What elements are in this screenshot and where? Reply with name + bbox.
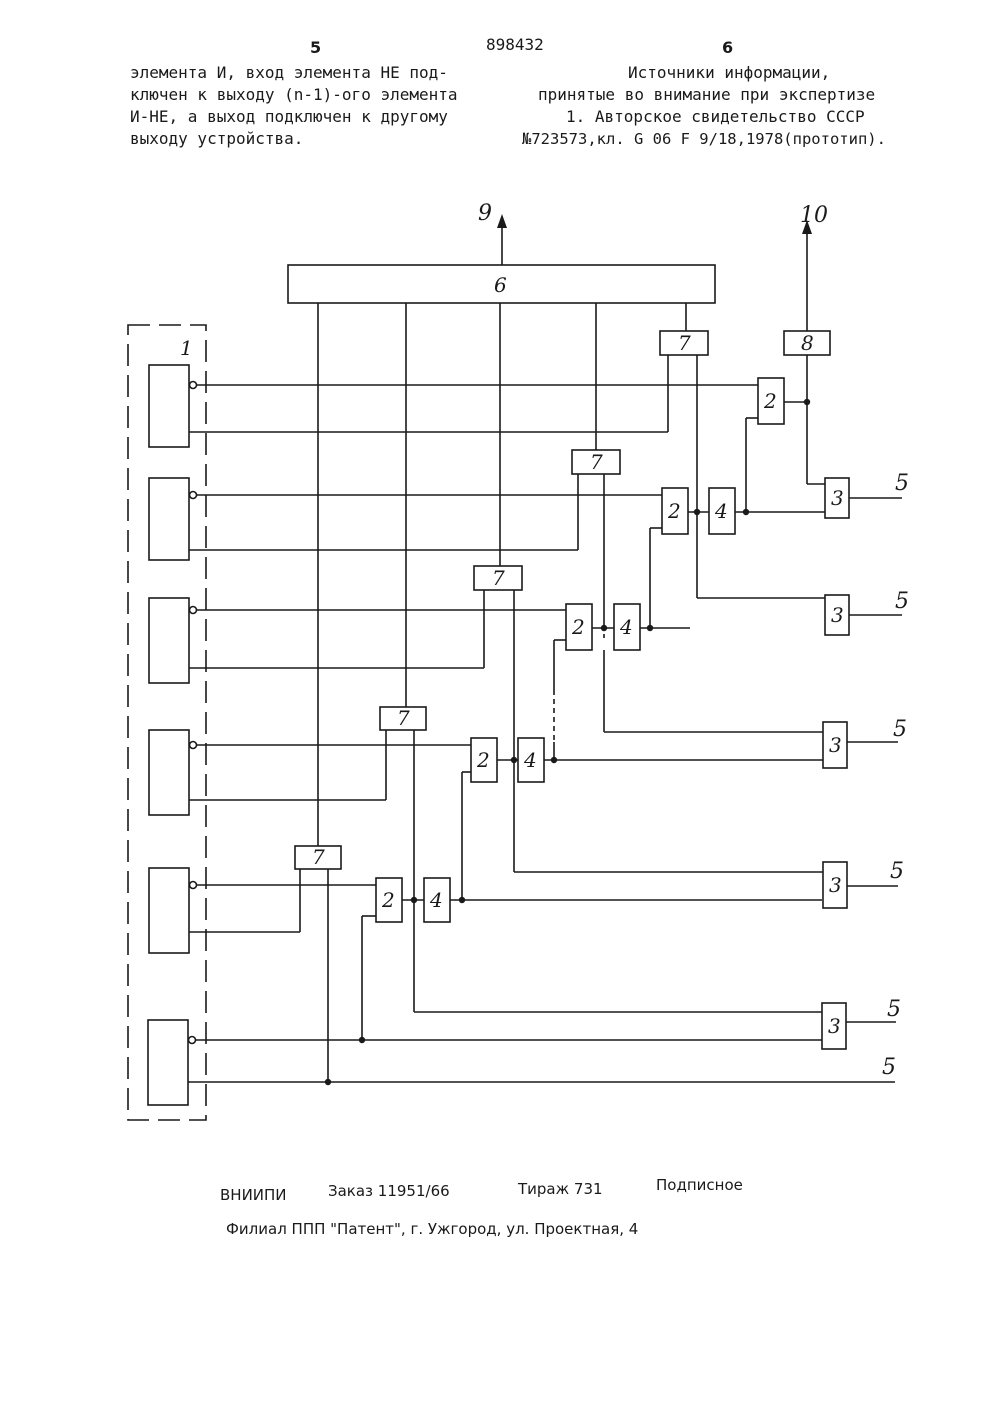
label-element-3: 3 <box>831 486 844 510</box>
label-element-7: 7 <box>312 845 325 869</box>
input-cell <box>149 478 189 560</box>
label-output-5: 5 <box>893 717 907 742</box>
label-element-8: 8 <box>801 331 814 355</box>
input-cell <box>148 1020 188 1105</box>
block-1-frame <box>128 325 206 1120</box>
label-block-1: 1 <box>180 336 193 360</box>
label-element-4: 4 <box>429 888 443 912</box>
label-element-7: 7 <box>590 450 603 474</box>
footer-branch: Филиал ППП "Патент", г. Ужгород, ул. Про… <box>226 1218 638 1240</box>
label-output-5: 5 <box>887 997 901 1022</box>
label-element-2: 2 <box>476 748 490 772</box>
input-cell <box>149 598 189 683</box>
input-cell <box>149 868 189 953</box>
label-element-2: 2 <box>381 888 395 912</box>
input-cell <box>149 730 189 815</box>
footer-org: ВНИИПИ <box>220 1184 287 1206</box>
label-output-10: 10 <box>800 203 828 228</box>
label-element-7: 7 <box>678 331 691 355</box>
label-element-2: 2 <box>571 615 585 639</box>
label-output-5: 5 <box>895 471 909 496</box>
label-output-5: 5 <box>895 589 909 614</box>
label-element-4: 4 <box>619 615 633 639</box>
label-output-5: 5 <box>890 859 904 884</box>
label-element-3: 3 <box>829 733 842 757</box>
label-block-6: 6 <box>494 273 507 297</box>
input-cell <box>149 365 189 447</box>
label-element-3: 3 <box>829 873 842 897</box>
label-element-7: 7 <box>492 566 505 590</box>
label-element-2: 2 <box>667 499 681 523</box>
label-output-9: 9 <box>478 201 492 226</box>
footer-subscription: Подписное <box>656 1174 743 1196</box>
footer-circulation: Тираж 731 <box>518 1178 603 1200</box>
label-element-4: 4 <box>714 499 728 523</box>
label-element-3: 3 <box>828 1014 841 1038</box>
footer-order: Заказ 11951/66 <box>328 1180 450 1202</box>
label-element-4: 4 <box>523 748 537 772</box>
label-element-2: 2 <box>763 389 777 413</box>
label-output-5: 5 <box>882 1055 896 1080</box>
label-element-7: 7 <box>397 706 410 730</box>
label-element-3: 3 <box>831 603 844 627</box>
